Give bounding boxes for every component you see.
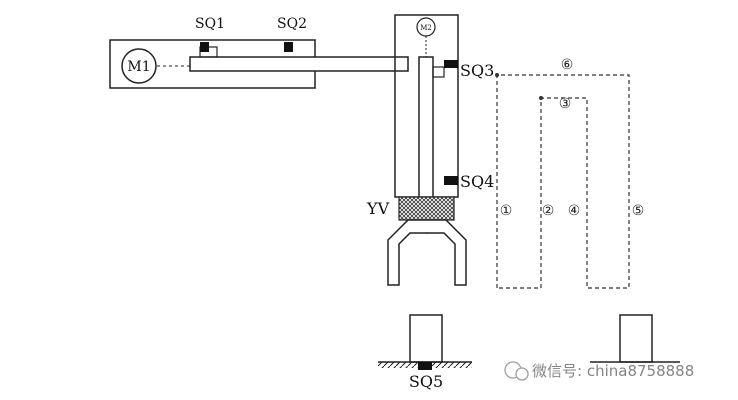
path-step-3: ③ — [559, 96, 572, 112]
horizontal-arm: M1 SQ1 SQ2 — [109, 16, 409, 89]
sq5-switch-icon — [418, 362, 432, 370]
motor-m2-label: M2 — [420, 24, 432, 32]
workpiece-left — [409, 314, 443, 363]
sq3-switch-icon — [444, 60, 458, 68]
solenoid-yv — [398, 196, 455, 221]
sq5-label: SQ5 — [409, 372, 443, 391]
vertical-column: M2 SQ3 SQ4 — [394, 14, 494, 198]
sq1-switch-icon — [200, 42, 209, 52]
sq4-label: SQ4 — [460, 172, 494, 191]
workpiece-right — [619, 314, 653, 363]
path-step-6: ⑥ — [561, 57, 574, 73]
gripper: YV — [366, 196, 467, 286]
path-step-4: ④ — [568, 203, 581, 219]
work-positions: SQ5 — [378, 314, 680, 391]
sq3-label: SQ3 — [460, 61, 494, 80]
motor-m1-label: M1 — [127, 59, 150, 75]
gripper-jaws — [387, 219, 467, 286]
sq4-switch-icon — [444, 176, 458, 185]
watermark: 微信号: china8758888 — [504, 361, 694, 381]
watermark-text: 微信号: china8758888 — [532, 362, 694, 380]
sq2-switch-icon — [284, 42, 293, 52]
sq1-label: SQ1 — [195, 16, 225, 32]
path-step-5: ⑤ — [632, 203, 645, 219]
column-slider — [418, 56, 434, 198]
sq2-label: SQ2 — [277, 16, 307, 32]
path-step-1: ① — [500, 203, 513, 219]
motion-path-line — [496, 74, 630, 289]
motion-path — [496, 74, 630, 289]
slider-tab — [432, 66, 445, 78]
yv-label: YV — [366, 199, 390, 218]
arm-beam — [189, 56, 409, 72]
path-step-2: ② — [542, 203, 555, 219]
motor-m1-icon — [121, 48, 157, 84]
